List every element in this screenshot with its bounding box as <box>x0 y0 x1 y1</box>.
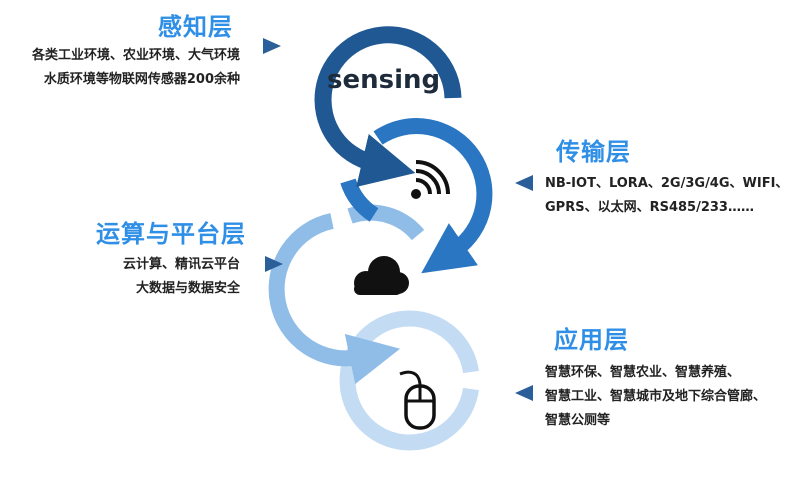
pointer-triangle-platform <box>265 256 283 272</box>
sensing-ring-label: sensing <box>327 65 441 95</box>
perception-layer-line-1: 各类工业环境、农业环境、大气环境 <box>31 48 240 63</box>
transmission-layer-line-2: GPRS、以太网、RS485/233…… <box>545 200 754 215</box>
transmission-ring <box>373 118 493 274</box>
transmission-layer-line-1: NB-IOT、LORA、2G/3G/4G、WIFI、 <box>545 176 789 191</box>
perception-layer-line-2: 水质环境等物联网传感器200余种 <box>43 72 240 87</box>
application-layer-line-1: 智慧环保、智慧农业、智慧养殖、 <box>545 365 741 380</box>
transmission-layer-title: 传输层 <box>556 138 631 166</box>
computing-platform-layer-line-2: 大数据与数据安全 <box>135 281 240 296</box>
pointer-triangle-application <box>515 385 533 401</box>
platform-ring <box>268 213 401 385</box>
application-layer-line-3: 智慧公厕等 <box>545 413 611 428</box>
sensing-ring <box>314 26 462 187</box>
application-layer-line-2: 智慧工业、智慧城市及地下综合管廊、 <box>545 389 767 404</box>
computing-platform-layer-line-1: 云计算、精讯云平台 <box>122 257 240 272</box>
perception-layer-title: 感知层 <box>158 13 233 41</box>
pointer-triangle-transmission <box>515 175 533 191</box>
cloud-icon <box>354 256 409 295</box>
mouse-icon <box>399 370 436 430</box>
application-layer-title: 应用层 <box>554 326 629 354</box>
pointer-triangle-sensing <box>263 38 281 54</box>
wireless-signal-icon <box>411 160 450 199</box>
computing-platform-layer-title: 运算与平台层 <box>96 220 246 248</box>
